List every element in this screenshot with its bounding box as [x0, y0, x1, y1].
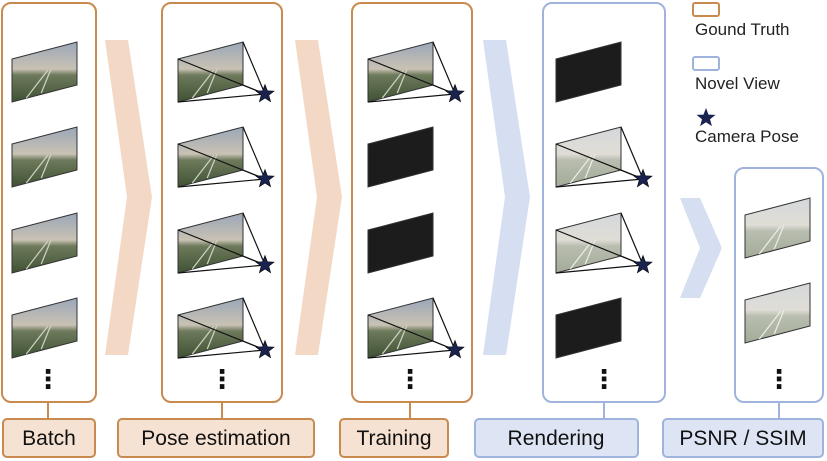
road-line	[191, 154, 215, 184]
road-line	[40, 153, 52, 179]
pose-ray	[177, 349, 266, 359]
road-line	[25, 325, 49, 355]
road-line	[773, 309, 785, 335]
pose-ray	[242, 297, 266, 351]
road-line	[584, 239, 596, 265]
star-icon	[255, 168, 275, 188]
arrow-2	[295, 40, 342, 355]
road-line	[40, 239, 52, 265]
stage-pose-estimation: ⋮	[161, 2, 283, 419]
star-icon	[255, 83, 275, 103]
dark-frame	[367, 212, 434, 274]
arrow-1	[105, 40, 152, 355]
road-line	[40, 68, 52, 94]
pose-ray	[555, 264, 644, 274]
pose-ray	[620, 126, 644, 180]
road-line	[381, 325, 405, 355]
pose-ray	[177, 93, 266, 103]
image-frame	[11, 212, 78, 274]
label-box-batch	[2, 418, 96, 458]
road-line	[773, 224, 785, 250]
label-training: Training	[356, 427, 431, 450]
rendered-frame	[744, 282, 811, 344]
ellipsis-icon: ⋮	[209, 365, 235, 395]
image-frame	[11, 126, 78, 188]
pose-ray	[620, 212, 644, 266]
label-box-psnr-ssim	[662, 418, 824, 458]
pose-ray	[242, 212, 266, 266]
road-line	[25, 69, 49, 99]
pose-ray	[242, 126, 266, 180]
arrow-4	[680, 198, 722, 298]
road-line	[25, 154, 49, 184]
label-box-rendering	[474, 418, 639, 458]
pose-ray	[177, 264, 266, 274]
label-psnr-ssim: PSNR / SSIM	[679, 427, 806, 450]
dark-frame	[555, 297, 622, 359]
ellipsis-icon: ⋮	[591, 365, 617, 395]
label-box-pose-estimation	[117, 418, 315, 458]
stage-labels: Batch Pose estimation Training Rendering…	[2, 418, 824, 458]
star-icon	[696, 108, 716, 127]
pose-ray	[432, 297, 456, 351]
road-line	[381, 69, 405, 99]
image-frame	[11, 297, 78, 359]
road-line	[191, 325, 215, 355]
stage-psnr-ssim: ⋮	[734, 167, 824, 419]
road-line	[191, 69, 215, 99]
legend-label-novel-view: Novel View	[695, 74, 780, 93]
dark-frame	[367, 126, 434, 188]
star-icon	[633, 168, 653, 188]
arrow-3	[483, 40, 530, 355]
label-batch: Batch	[22, 427, 76, 450]
pose-ray	[242, 41, 266, 95]
label-rendering: Rendering	[508, 427, 605, 450]
rendered-frame	[744, 197, 811, 259]
flow-arrows	[105, 40, 722, 355]
road-line	[758, 310, 782, 340]
road-line	[569, 240, 593, 270]
road-line	[569, 154, 593, 184]
pose-ray	[177, 178, 266, 188]
label-pose-estimation: Pose estimation	[141, 427, 290, 450]
road-line	[206, 239, 218, 265]
road-line	[206, 153, 218, 179]
legend-label-ground-truth: Gound Truth	[695, 20, 790, 39]
stage-rendering: ⋮	[542, 2, 666, 419]
pose-ray	[367, 349, 456, 359]
legend-swatch-ground-truth	[692, 2, 720, 17]
pose-ray	[432, 41, 456, 95]
road-line	[584, 153, 596, 179]
star-icon	[445, 339, 465, 359]
stage-batch: ⋮	[1, 2, 97, 419]
road-line	[25, 240, 49, 270]
road-line	[191, 240, 215, 270]
dark-frame	[555, 41, 622, 103]
legend-label-camera-pose: Camera Pose	[695, 127, 799, 146]
road-line	[40, 324, 52, 350]
road-line	[396, 68, 408, 94]
star-icon	[633, 254, 653, 274]
stage-training: ⋮	[351, 2, 473, 419]
ellipsis-icon: ⋮	[35, 365, 61, 395]
star-icon	[255, 254, 275, 274]
image-frame	[11, 41, 78, 103]
road-line	[206, 324, 218, 350]
road-line	[396, 324, 408, 350]
star-icon	[445, 83, 465, 103]
pose-ray	[555, 178, 644, 188]
legend: Gound Truth Novel View Camera Pose	[692, 2, 799, 146]
column-frame	[351, 2, 473, 403]
pose-ray	[367, 93, 456, 103]
star-icon	[255, 339, 275, 359]
ellipsis-icon: ⋮	[397, 365, 423, 395]
legend-swatch-novel-view	[692, 56, 720, 71]
ellipsis-icon: ⋮	[766, 365, 792, 395]
road-line	[758, 225, 782, 255]
road-line	[206, 68, 218, 94]
label-box-training	[339, 418, 449, 458]
